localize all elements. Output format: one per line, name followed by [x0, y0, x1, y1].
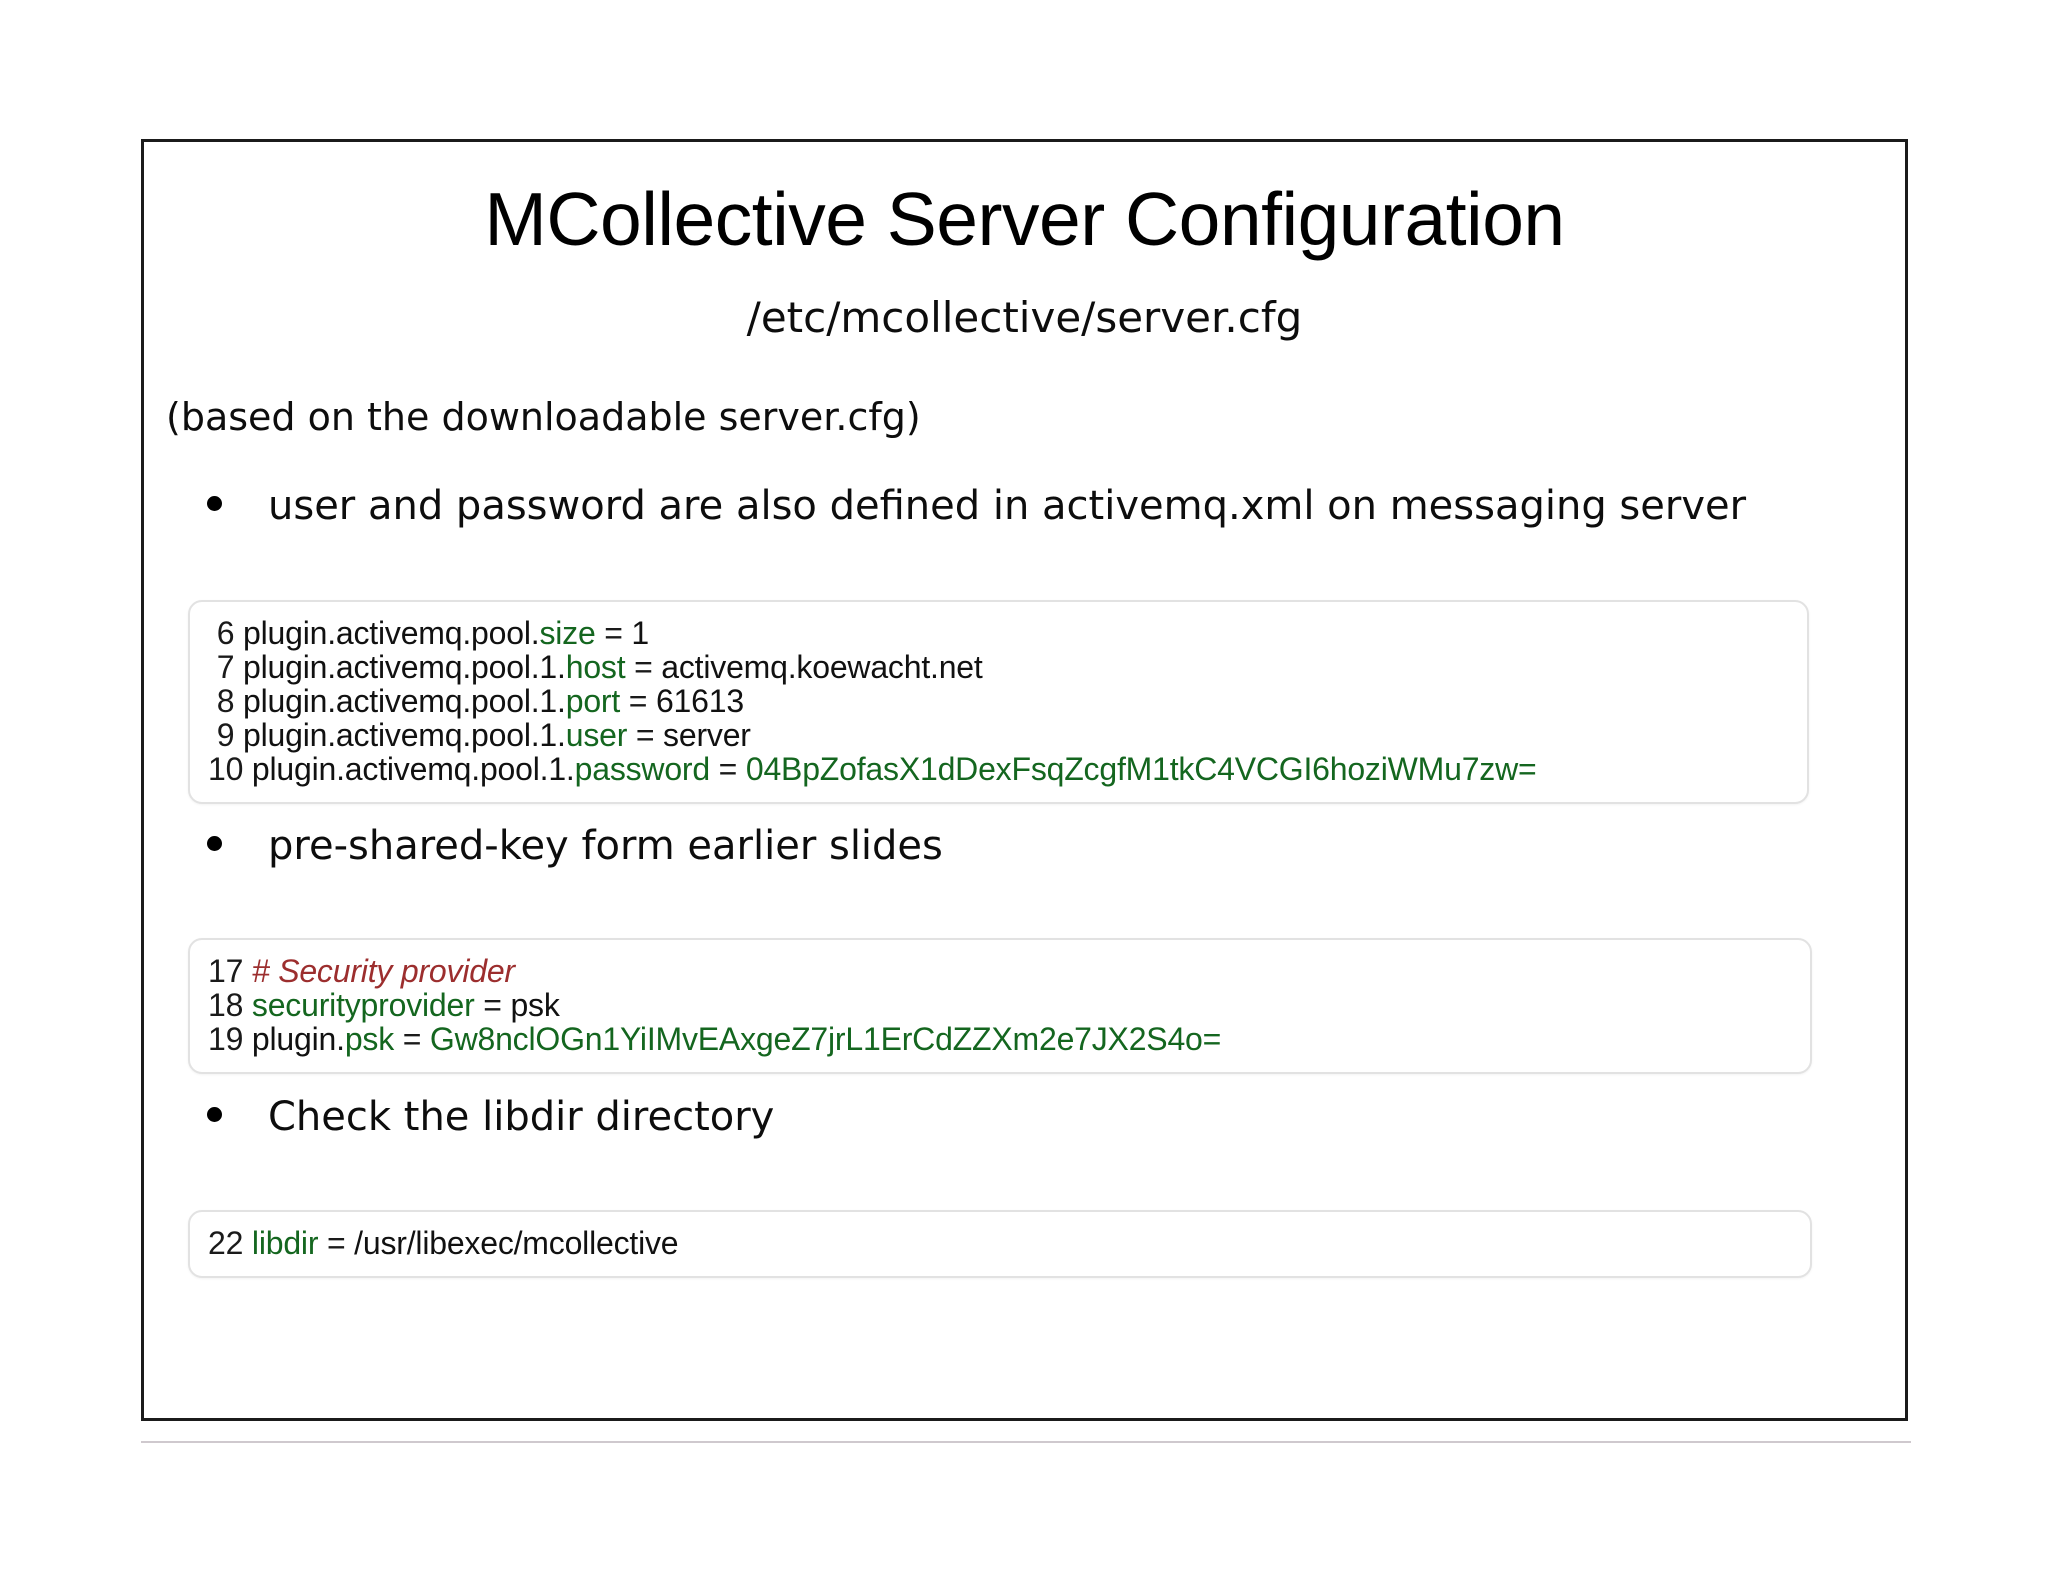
slide-subtitle: /etc/mcollective/server.cfg [746, 293, 1303, 342]
code-line: 18 securityprovider = psk [208, 988, 1792, 1022]
code-block-security-provider: 17 # Security provider 18 securityprovid… [188, 938, 1812, 1074]
code-value: psk [510, 987, 560, 1023]
code-value: 1 [631, 615, 650, 651]
code-block-libdir: 22 libdir = /usr/libexec/mcollective [188, 1210, 1812, 1278]
code-comment: # Security provider [251, 953, 515, 989]
code-key: port [565, 683, 621, 719]
bullet-label-1: user and password are also defined in ac… [268, 483, 1747, 529]
line-number: 19 [208, 1021, 244, 1057]
code-key: password [574, 751, 711, 787]
bullet-item-2: pre-shared-key form earlier slides [207, 823, 943, 869]
code-value: activemq.koewacht.net [661, 649, 983, 685]
code-value: Gw8nclOGn1YiIMvEAxgeZ7jrL1ErCdZZXm2e7JX2… [429, 1021, 1222, 1057]
code-equals: = [625, 649, 662, 685]
code-equals: = [595, 615, 632, 651]
code-line: 6 plugin.activemq.pool.size = 1 [208, 616, 1789, 650]
bullet-dot-icon [207, 836, 222, 851]
code-line: 9 plugin.activemq.pool.1.user = server [208, 718, 1789, 752]
line-number: 6 [208, 615, 235, 651]
code-line: 22 libdir = /usr/libexec/mcollective [208, 1226, 1792, 1260]
code-prefix: plugin.activemq.pool.1. [243, 649, 566, 685]
code-line: 7 plugin.activemq.pool.1.host = activemq… [208, 650, 1789, 684]
code-value: /usr/libexec/mcollective [354, 1225, 679, 1261]
code-equals: = [474, 987, 511, 1023]
code-prefix: plugin.activemq.pool. [243, 615, 540, 651]
bullet-dot-icon [207, 1107, 222, 1122]
code-value: server [663, 717, 751, 753]
bullet-label-2: pre-shared-key form earlier slides [268, 823, 943, 869]
code-line: 8 plugin.activemq.pool.1.port = 61613 [208, 684, 1789, 718]
code-key: securityprovider [251, 987, 475, 1023]
code-value: 04BpZofasX1dDexFsqZcgfM1tkC4VCGI6hoziWMu… [745, 751, 1537, 787]
line-number: 10 [208, 751, 244, 787]
code-value: 61613 [655, 683, 744, 719]
line-number: 18 [208, 987, 244, 1023]
bullet-item-1: user and password are also defined in ac… [207, 483, 1746, 529]
line-number: 8 [208, 683, 235, 719]
code-equals: = [620, 683, 656, 719]
line-number: 7 [208, 649, 235, 685]
code-key: size [539, 615, 596, 651]
bullet-item-3: Check the libdir directory [207, 1094, 774, 1140]
bullet-label-3: Check the libdir directory [268, 1094, 775, 1140]
page-title: MCollective Server Configuration [484, 177, 1565, 261]
code-key: libdir [251, 1225, 319, 1261]
code-key: psk [344, 1021, 395, 1057]
code-key: user [565, 717, 628, 753]
line-number: 9 [208, 717, 235, 753]
code-equals: = [627, 717, 664, 753]
code-prefix: plugin. [251, 1021, 345, 1057]
code-prefix: plugin.activemq.pool.1. [243, 717, 566, 753]
bullet-dot-icon [207, 496, 222, 511]
code-key: host [565, 649, 626, 685]
code-line: 19 plugin.psk = Gw8nclOGn1YiIMvEAxgeZ7jr… [208, 1022, 1792, 1056]
code-equals: = [709, 751, 746, 787]
code-prefix: plugin.activemq.pool.1. [251, 751, 575, 787]
line-number: 22 [208, 1225, 244, 1261]
code-prefix: plugin.activemq.pool.1. [243, 683, 566, 719]
code-line: 17 # Security provider [208, 954, 1792, 988]
code-equals: = [318, 1225, 355, 1261]
code-line: 10 plugin.activemq.pool.1.password = 04B… [208, 752, 1789, 786]
slide-frame: MCollective Server Configuration /etc/mc… [141, 139, 1908, 1421]
footer-divider [141, 1441, 1911, 1443]
slide-note: (based on the downloadable server.cfg) [166, 395, 921, 439]
code-equals: = [394, 1021, 430, 1057]
line-number: 17 [208, 953, 244, 989]
code-block-activemq-pool: 6 plugin.activemq.pool.size = 1 7 plugin… [188, 600, 1809, 804]
